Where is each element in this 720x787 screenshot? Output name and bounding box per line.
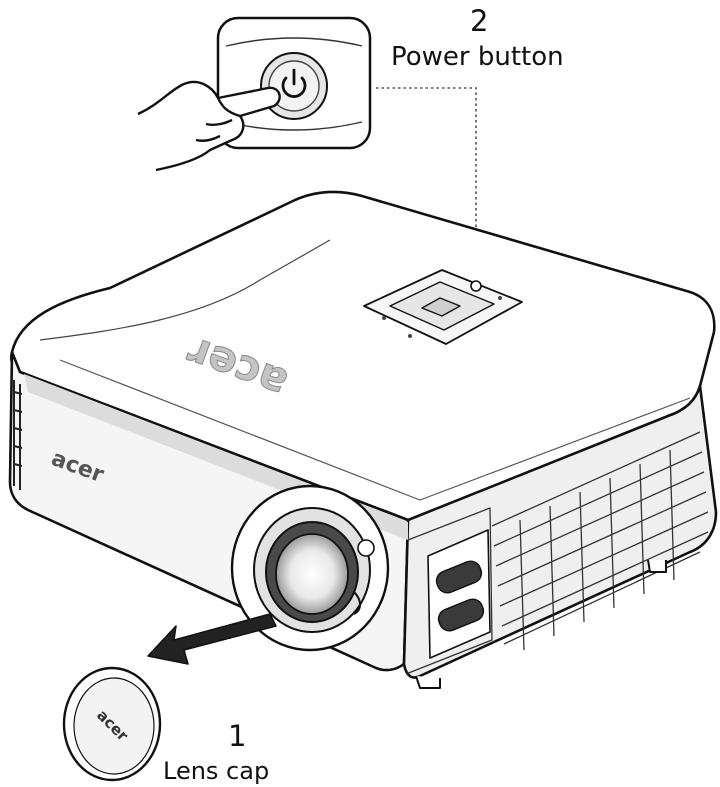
panel-power-button <box>471 281 481 291</box>
projector: acer acer <box>10 192 716 688</box>
power-button-label: Power button <box>391 44 564 70</box>
lens-cap-callout-number: 1 <box>228 722 246 751</box>
remove-direction-arrow <box>148 614 276 664</box>
lens-cap: acer <box>64 668 160 780</box>
power-button-callout-number: 2 <box>470 7 488 36</box>
lens-cap-label: Lens cap <box>163 759 269 783</box>
